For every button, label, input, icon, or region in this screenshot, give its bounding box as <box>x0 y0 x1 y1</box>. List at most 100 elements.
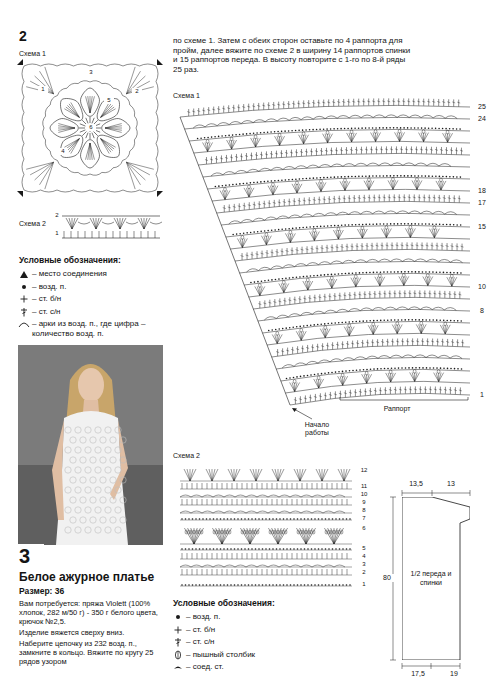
chain-arc <box>253 120 265 123</box>
chain-dot <box>355 176 357 178</box>
fan-chart <box>180 98 470 419</box>
stitch-symbol <box>421 341 424 342</box>
chain-arc <box>323 495 334 497</box>
stitch-symbol <box>358 197 361 198</box>
stitch-symbol <box>330 150 333 151</box>
chain-dot <box>368 127 370 129</box>
stitch-symbol <box>272 483 273 489</box>
stitch-symbol <box>320 329 325 338</box>
stitch-symbol <box>202 553 203 559</box>
stitch-symbol <box>257 286 260 295</box>
chain-dot <box>334 322 336 324</box>
stitch-symbol <box>346 147 347 154</box>
chain-dot <box>449 224 451 226</box>
stitch-symbol <box>336 344 339 345</box>
chain-dot <box>321 373 323 375</box>
stitch-symbol <box>404 194 405 201</box>
row-line <box>180 105 470 117</box>
stitch-symbol <box>375 277 380 286</box>
stitch-symbol <box>356 246 359 247</box>
stitch-symbol <box>247 106 250 107</box>
chain-dot <box>438 128 440 130</box>
stitch-symbol <box>298 101 299 108</box>
chain-dot <box>456 176 458 178</box>
stitch-symbol <box>408 228 411 237</box>
stitch-symbol <box>256 469 259 481</box>
stitch-symbol <box>393 293 396 294</box>
stitch-symbol <box>277 483 278 489</box>
chain-dot <box>232 184 234 186</box>
chain-dot <box>299 326 301 328</box>
chain-dot <box>435 223 437 225</box>
stitch-symbol <box>373 197 376 198</box>
stitch-symbol <box>423 197 426 198</box>
chain-dot <box>249 133 251 135</box>
stitch-symbol <box>373 293 376 294</box>
chain-dot <box>209 518 211 520</box>
stitch-symbol <box>328 99 329 106</box>
stitch-symbol <box>367 340 368 347</box>
chain-dot <box>386 175 388 177</box>
stitch-symbol <box>364 374 367 383</box>
stitch-symbol <box>257 251 258 258</box>
chain-dot <box>286 548 288 550</box>
stitch-symbol <box>229 140 232 149</box>
stitch-symbol <box>437 101 440 102</box>
chain-dot <box>383 223 385 225</box>
stitch-symbol <box>389 194 390 201</box>
stitch-symbol <box>428 99 429 106</box>
stitch-symbol <box>351 278 356 287</box>
stitch-symbol <box>334 528 340 544</box>
stitch-symbol <box>383 98 384 105</box>
stitch-symbol <box>260 154 263 155</box>
chain-dot <box>330 177 332 179</box>
stitch-symbol <box>332 102 335 103</box>
stitch-symbol <box>366 342 369 343</box>
chain-dot <box>278 229 280 231</box>
stitch-symbol <box>86 143 90 160</box>
stitch-symbol <box>337 499 338 505</box>
chain-arc <box>140 190 157 192</box>
chain-arc <box>306 263 318 266</box>
stitch-symbol <box>297 499 298 505</box>
stitch-symbol <box>225 190 230 199</box>
chain-arc <box>312 495 323 497</box>
stitch-symbol <box>397 339 398 346</box>
stitch-symbol <box>324 196 325 203</box>
puff-stitch <box>272 183 275 187</box>
stitch-symbol <box>82 132 86 136</box>
stitch-symbol <box>387 243 388 250</box>
stitch-symbol <box>420 149 423 150</box>
stitch-symbol <box>321 346 324 347</box>
chain-dot <box>286 518 288 520</box>
chain-dot <box>415 319 417 321</box>
chain-dot <box>271 229 273 231</box>
stitch-symbol <box>312 102 315 103</box>
stitch-symbol <box>390 149 393 150</box>
stitch-symbol <box>276 352 279 353</box>
puff-stitch <box>265 233 268 237</box>
chain-dot <box>220 548 222 550</box>
stitch-symbol <box>460 150 463 151</box>
row-line <box>267 333 470 345</box>
chain-arc <box>312 311 324 314</box>
stitch-symbol <box>366 147 367 154</box>
stitch-symbol <box>324 528 334 544</box>
chain-dot <box>216 518 218 520</box>
stitch-symbol <box>26 87 53 94</box>
stitch-symbol <box>369 291 370 298</box>
stitch-symbol <box>243 104 244 111</box>
stitch-symbol <box>314 396 317 397</box>
chain-dot <box>407 223 409 225</box>
stitch-symbol <box>354 392 357 393</box>
stitch-symbol <box>340 181 345 190</box>
chain-dot <box>344 176 346 178</box>
chain-dot <box>446 224 448 226</box>
stitch-symbol <box>353 198 356 199</box>
stitch-symbol <box>296 149 297 156</box>
stitch-symbol <box>101 139 110 154</box>
stitch-symbol <box>421 245 424 246</box>
stitch-symbol <box>347 101 350 102</box>
chain-dot <box>446 272 448 274</box>
stitch-symbol <box>187 112 190 113</box>
